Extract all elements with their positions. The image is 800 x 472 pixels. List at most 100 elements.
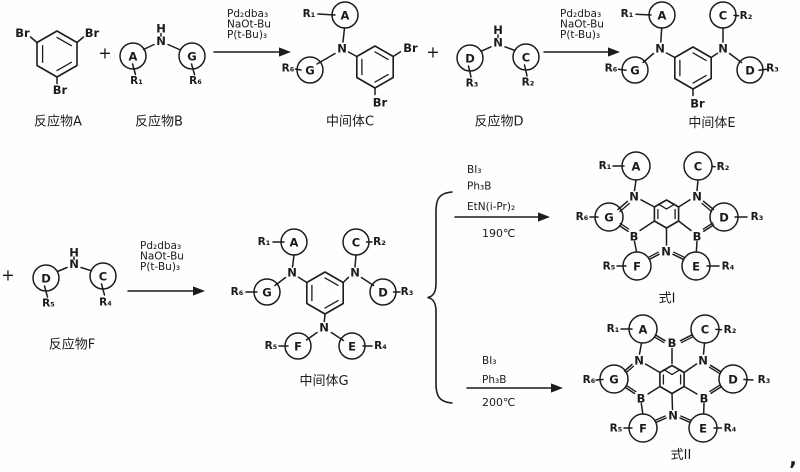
intermediate-e-structure: R₁ R₂ A C N N G D R₆ R₃ Br 中间体E: [605, 1, 779, 131]
r3-label: R₃: [766, 63, 779, 75]
n-label: N: [69, 257, 79, 271]
reaction-arrow-3: Pd₂dba₃ NaOt-Bu P(t-Bu)₃: [127, 240, 205, 296]
ring-letter-c: C: [352, 236, 360, 250]
ring-letter-d: D: [719, 211, 729, 225]
r6-label: R₆: [605, 63, 618, 75]
arrowhead: [608, 47, 620, 57]
ring-circle-a: [119, 42, 147, 70]
ring-letter-g: G: [609, 373, 618, 387]
reagent-ph3b: Ph₃B: [482, 374, 506, 386]
n-label: N: [661, 245, 671, 259]
r2-label: R₂: [373, 236, 386, 248]
r2-label: R₂: [724, 324, 737, 336]
n-label: N: [337, 42, 347, 56]
n-label: N: [287, 266, 297, 280]
n-label: N: [493, 36, 503, 50]
br-label: Br: [403, 41, 418, 55]
b-label: B: [668, 336, 677, 350]
br-label: Br: [15, 26, 30, 40]
bonds: [617, 13, 768, 97]
reaction-arrow-formula-i: BI₃ Ph₃B EtN(i-Pr)₂ 190℃: [454, 164, 550, 240]
caption-reactant-a: 反应物A: [34, 114, 82, 130]
r6-label: R₆: [189, 75, 202, 87]
ring-letter-g: G: [305, 64, 314, 78]
b-label: B: [700, 392, 709, 406]
reagent-pd2dba3: Pd₂dba₃: [560, 8, 601, 20]
reagent-etn: EtN(i-Pr)₂: [467, 201, 515, 213]
r1-label: R₁: [607, 323, 620, 335]
reagent-ptbu3: P(t-Bu)₃: [227, 29, 267, 41]
ring-letter-g: G: [604, 211, 613, 225]
bonds: [29, 36, 85, 85]
n-label: N: [634, 354, 644, 368]
caption-reactant-b: 反应物B: [135, 114, 183, 130]
r1-label: R₁: [258, 236, 271, 248]
caption-reactant-f: 反应物F: [49, 337, 95, 353]
r6-label: R₆: [576, 211, 589, 223]
ring-letter-d: D: [465, 52, 475, 66]
ring-letter-d: D: [378, 286, 388, 300]
b-label: B: [693, 230, 702, 244]
reagent-bi3: BI₃: [482, 355, 497, 367]
r1-label: R₁: [130, 75, 143, 87]
bonds: [595, 328, 754, 429]
reagent-naotbu: NaOt-Bu: [560, 19, 604, 31]
r2-label: R₂: [740, 10, 753, 22]
reagent-pd2dba3: Pd₂dba₃: [227, 8, 268, 20]
temperature-200: 200℃: [482, 396, 515, 409]
bonds: [294, 13, 402, 96]
r3-label: R₃: [751, 211, 764, 223]
bonds: [467, 34, 528, 78]
reagent-ph3b: Ph₃B: [467, 181, 491, 193]
arrowhead: [193, 286, 205, 296]
ring-letter-a: A: [129, 50, 138, 64]
plus-sign: +: [98, 44, 111, 63]
r6-label: R₆: [282, 63, 295, 75]
ring-circle-g: [178, 42, 206, 70]
reagent-naotbu: NaOt-Bu: [140, 251, 184, 263]
arrowhead: [279, 47, 291, 57]
h-label: H: [69, 246, 79, 260]
n-label: N: [698, 354, 708, 368]
r2-label: R₂: [522, 77, 535, 89]
reagent-naotbu: NaOt-Bu: [227, 19, 271, 31]
intermediate-g-structure: R₁ R₂ A C N N G D R₆ R₃ N F E R₅ R₄ 中间体G: [231, 228, 414, 389]
caption-intermediate-c: 中间体C: [326, 115, 374, 130]
ring-letter-c: C: [701, 323, 709, 337]
ring-letter-d: D: [745, 64, 755, 78]
ring-letter-e: E: [348, 340, 356, 354]
trailing-comma: ,: [789, 446, 797, 470]
r2-label: R₂: [717, 161, 730, 173]
n-label: N: [655, 42, 665, 56]
ring-letter-d: D: [41, 272, 51, 286]
bonds: [43, 256, 106, 298]
n-label: N: [718, 42, 728, 56]
ring-letter-c: C: [694, 160, 702, 174]
r5-label: R₅: [610, 423, 623, 435]
r3-label: R₃: [401, 286, 414, 298]
br-label: Br: [85, 26, 100, 40]
r1-label: R₁: [303, 8, 316, 20]
ring-letter-a: A: [658, 9, 667, 23]
arrowhead: [551, 383, 563, 393]
reactant-d-structure: H N D C R₃ R₂ 反应物D: [456, 23, 540, 130]
ring-letter-a: A: [639, 323, 648, 337]
temperature-190: 190℃: [482, 227, 515, 240]
r4-label: R₄: [374, 340, 387, 352]
formula-i-structure: R₁ R₂ A C N N G D R₆ R₃ B B N F E R₅ R₄ …: [576, 151, 764, 307]
caption-intermediate-g: 中间体G: [299, 374, 348, 389]
n-label: N: [156, 34, 166, 48]
reagent-bi3: BI₃: [467, 164, 482, 176]
ring-letter-f: F: [639, 422, 647, 436]
n-label: N: [629, 190, 639, 204]
ring-letter-c: C: [522, 51, 530, 65]
intermediate-c-structure: R₁ A N G R₆ Br Br 中间体C: [282, 1, 418, 130]
caption-formula-i: 式I: [659, 292, 676, 307]
r1-label: R₁: [599, 160, 612, 172]
h-label: H: [156, 22, 166, 36]
branch-brace: [427, 191, 453, 404]
reagent-pd2dba3: Pd₂dba₃: [140, 240, 181, 252]
reactant-a-structure: Br Br Br 反应物A: [15, 26, 99, 130]
ring-letter-g: G: [187, 50, 196, 64]
ring-letter-e: E: [699, 422, 707, 436]
